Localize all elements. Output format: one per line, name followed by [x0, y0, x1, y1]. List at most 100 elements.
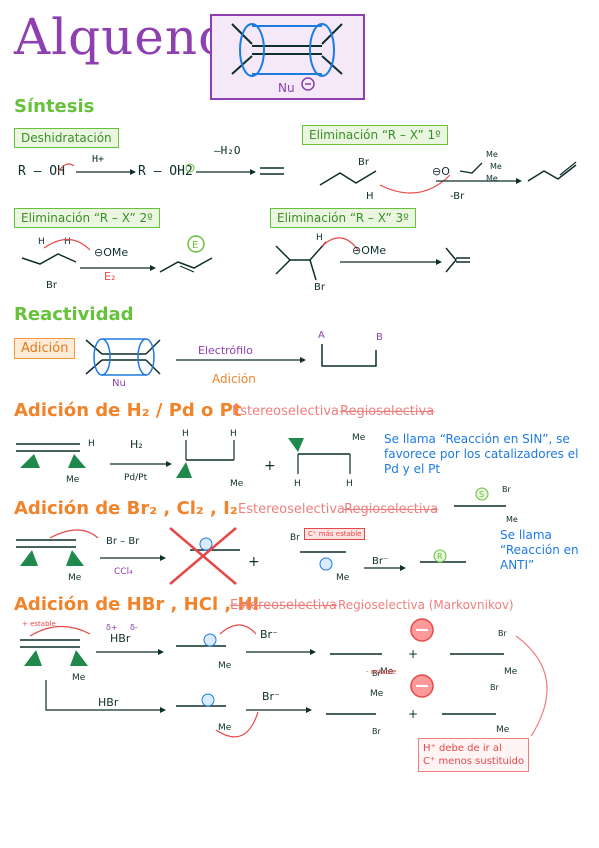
svg-text:Br: Br: [498, 629, 507, 638]
markovnikov-note-line2: C⁺ menos sustituido: [423, 756, 525, 767]
svg-text:+: +: [248, 554, 260, 570]
svg-text:Me: Me: [380, 667, 394, 677]
alkene-nucleophile-diagram: Nu: [210, 14, 365, 100]
elim2-drawing: H H Br ⊖OMe E₂ E: [21, 235, 213, 291]
svg-text:+: +: [408, 647, 418, 661]
svg-text:H: H: [316, 233, 323, 243]
svg-text:E: E: [192, 240, 198, 251]
hplus-text: H+: [92, 154, 105, 165]
hx-drawing-top: Me HBr δ+ δ- Me Br⁻ Br Me + Br Me: [20, 618, 548, 736]
markovnikov-note-box: H⁺ debe de ir al C⁺ menos sustituido: [418, 738, 530, 772]
svg-text:δ-: δ-: [130, 623, 138, 632]
svg-text:+: +: [408, 707, 418, 721]
svg-text:E₂: E₂: [104, 270, 115, 283]
svg-text:Br – Br: Br – Br: [106, 536, 140, 547]
h2-heading: Adición de H₂ / Pd o Pt: [14, 400, 242, 421]
nucleophile-label: Nu: [278, 81, 295, 95]
svg-text:B: B: [376, 332, 383, 343]
h2-drawing: Me H H₂ Pd/Pt H H Me + H H Me: [16, 429, 366, 489]
svg-text:H: H: [182, 429, 189, 439]
svg-text:HBr: HBr: [98, 696, 119, 709]
reactividad-drawing: Nu A B: [85, 330, 383, 389]
svg-text:CCl₄: CCl₄: [114, 567, 133, 577]
svg-text:+: +: [264, 458, 276, 474]
elim3-drawing: H Br ⊖OMe: [275, 233, 470, 293]
h2-regio: Regioselectiva: [340, 404, 435, 419]
halo-anti-note: Se llama “Reacción en ANTI”: [500, 528, 579, 572]
svg-text:Me: Me: [370, 689, 384, 699]
menos-estable-label: - estable: [366, 668, 397, 676]
svg-text:Me: Me: [68, 573, 82, 583]
svg-text:Br: Br: [358, 157, 370, 168]
svg-text:Me: Me: [486, 174, 498, 183]
svg-text:δ+: δ+: [106, 623, 118, 632]
svg-text:A: A: [318, 330, 325, 341]
negative-charge-icon: [301, 77, 315, 91]
svg-text:Br⁻: Br⁻: [260, 628, 278, 641]
elim3-box: Eliminación “R – X” 3º: [270, 208, 416, 228]
deshidratacion-arrows: [57, 163, 284, 175]
svg-text:Me: Me: [506, 515, 518, 524]
svg-text:Br: Br: [372, 669, 381, 678]
svg-text:S: S: [479, 490, 484, 499]
svg-text:Br: Br: [502, 485, 511, 494]
hx-heading: Adición de HBr , HCl , HI: [14, 594, 260, 615]
svg-text:H: H: [366, 191, 374, 202]
svg-text:⊖O: ⊖O: [432, 165, 450, 178]
mas-estable-label: + estable: [22, 620, 56, 628]
svg-text:R: R: [437, 552, 443, 561]
svg-text:Me: Me: [496, 725, 510, 735]
svg-text:Me: Me: [486, 150, 498, 159]
svg-text:H: H: [230, 429, 237, 439]
svg-text:Me: Me: [218, 723, 232, 733]
halo-drawing: Me Br – Br CCl₄ + Br Me Br⁻ R: [16, 527, 466, 585]
h2-estereo: Estereoselectiva: [232, 404, 339, 419]
hx-estereo: Estereoselectiva: [230, 598, 337, 613]
halo-regio: Regioselectiva: [344, 502, 439, 517]
svg-text:Br: Br: [490, 683, 499, 692]
h2-sin-note: Se llama “Reacción en SIN”, se favorece …: [384, 432, 579, 476]
svg-text:Br⁻: Br⁻: [372, 556, 388, 567]
section-reactividad: Reactividad: [14, 304, 134, 325]
svg-text:Me: Me: [218, 661, 232, 671]
adicion-box: Adición: [14, 338, 76, 359]
roh2-text: R – OH2: [138, 164, 193, 179]
svg-text:Br: Br: [314, 282, 326, 293]
elim1-box: Eliminación “R – X” 1º: [302, 125, 448, 145]
svg-text:H: H: [294, 479, 301, 489]
minus-h2o-text: –H₂O: [214, 144, 241, 157]
svg-text:H₂: H₂: [130, 438, 143, 451]
svg-text:HBr: HBr: [110, 632, 131, 645]
svg-text:H: H: [64, 237, 71, 247]
electrofilo-label: Electrófilo: [198, 344, 253, 357]
svg-text:Me: Me: [352, 433, 366, 443]
markovnikov-note-line1: H⁺ debe de ir al: [423, 743, 502, 754]
svg-text:Me: Me: [504, 667, 518, 677]
elim2-box: Eliminación “R – X” 2º: [14, 208, 160, 228]
svg-text:Br: Br: [46, 280, 58, 291]
halo-heading: Adición de Br₂ , Cl₂ , I₂: [14, 498, 238, 519]
svg-text:Br: Br: [290, 533, 300, 543]
halo-product-s: S Br Me: [454, 485, 518, 524]
c-mas-estable-box: C⁺ más estable: [304, 528, 366, 540]
svg-text:⊖OMe: ⊖OMe: [352, 244, 386, 257]
alkene-orbital-drawing: Nu: [231, 23, 343, 95]
adicion-label: Adición: [212, 372, 256, 386]
hx-drawing-bottom: HBr Me Br⁻ Br Me + Br Me: [45, 680, 510, 738]
halo-estereo: Estereoselectiva: [238, 502, 345, 517]
svg-text:-Br: -Br: [450, 191, 465, 202]
svg-text:Br: Br: [372, 727, 381, 736]
svg-text:H: H: [88, 439, 95, 449]
deshidratacion-box: Deshidratación: [14, 128, 119, 148]
hx-regio: Regioselectiva (Markovnikov): [338, 598, 514, 612]
svg-text:Br⁻: Br⁻: [262, 690, 280, 703]
section-sintesis: Síntesis: [14, 96, 95, 117]
roh-text: R – OH: [18, 164, 65, 179]
svg-text:Pd/Pt: Pd/Pt: [124, 473, 148, 483]
svg-text:H: H: [38, 237, 45, 247]
svg-text:Me: Me: [66, 475, 80, 485]
elim1-drawing: Br H ⊖O Me Me Me -Br: [319, 150, 577, 202]
svg-text:Nu: Nu: [112, 378, 126, 389]
svg-text:Me: Me: [72, 673, 86, 683]
svg-text:H: H: [346, 479, 353, 489]
